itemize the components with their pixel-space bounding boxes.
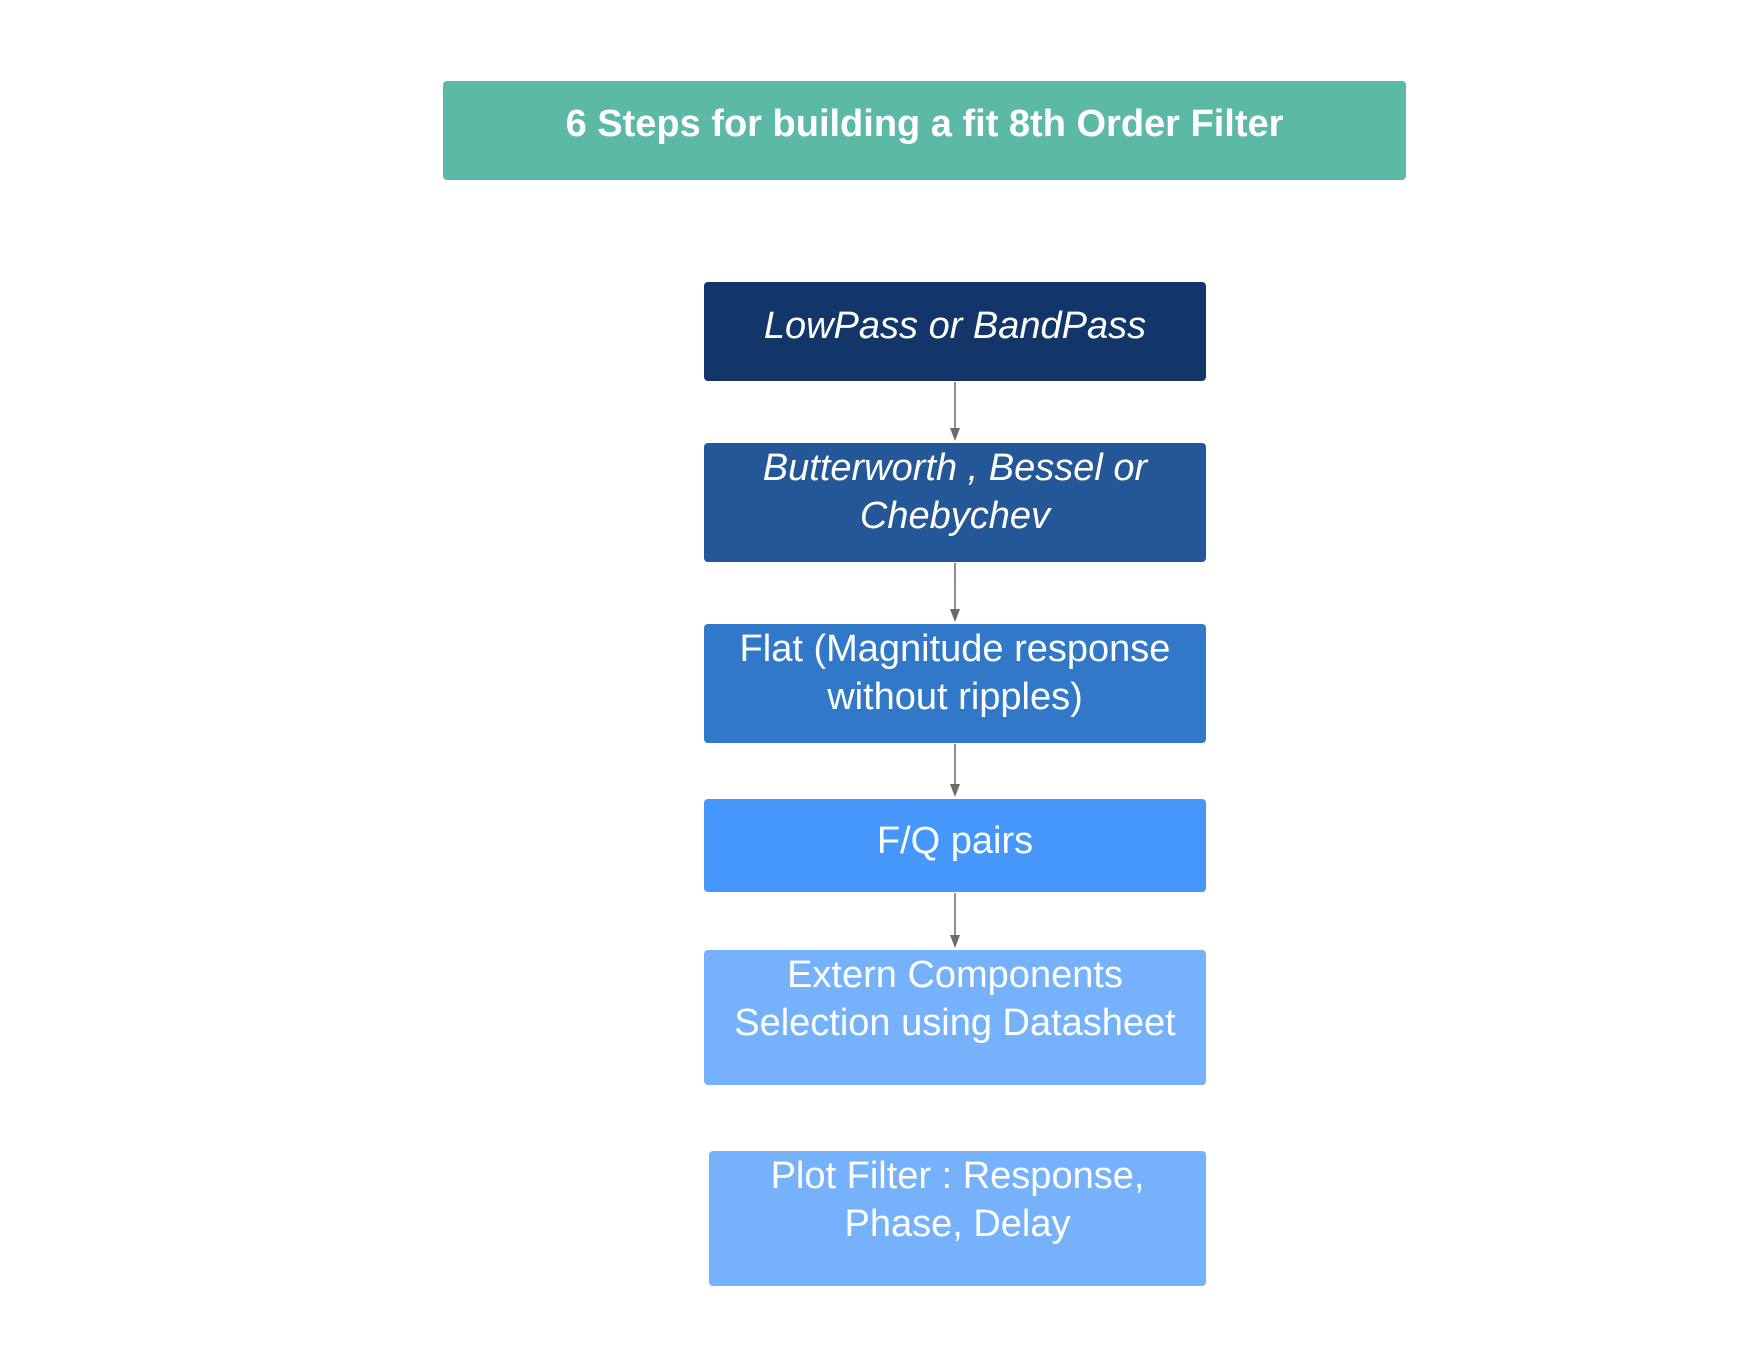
arrow-step2-to-step3 <box>950 563 960 622</box>
diagram-title: 6 Steps for building a fit 8th Order Fil… <box>443 81 1406 180</box>
step-filter-type: Butterworth , Bessel or Chebychev <box>704 443 1206 562</box>
step-plot-filter: Plot Filter : Response, Phase, Delay <box>709 1151 1206 1286</box>
step-3-label: Flat (Magnitude response without ripples… <box>739 628 1171 718</box>
step-flat-response: Flat (Magnitude response without ripples… <box>704 624 1206 743</box>
arrow-step4-to-step5 <box>950 893 960 948</box>
step-2-label: Butterworth , Bessel or Chebychev <box>762 447 1148 537</box>
arrow-step3-to-step4 <box>950 744 960 797</box>
diagram-title-text: 6 Steps for building a fit 8th Order Fil… <box>565 103 1284 145</box>
step-6-label: Plot Filter : Response, Phase, Delay <box>770 1155 1145 1245</box>
step-lowpass-or-bandpass: LowPass or BandPass <box>704 282 1206 381</box>
step-extern-components: Extern Components Selection using Datash… <box>704 950 1206 1085</box>
step-5-label: Extern Components Selection using Datash… <box>734 954 1176 1044</box>
step-fq-pairs: F/Q pairs <box>704 799 1206 892</box>
arrow-step1-to-step2 <box>950 382 960 441</box>
step-1-label: LowPass or BandPass <box>763 304 1147 347</box>
step-4-label: F/Q pairs <box>876 819 1034 862</box>
